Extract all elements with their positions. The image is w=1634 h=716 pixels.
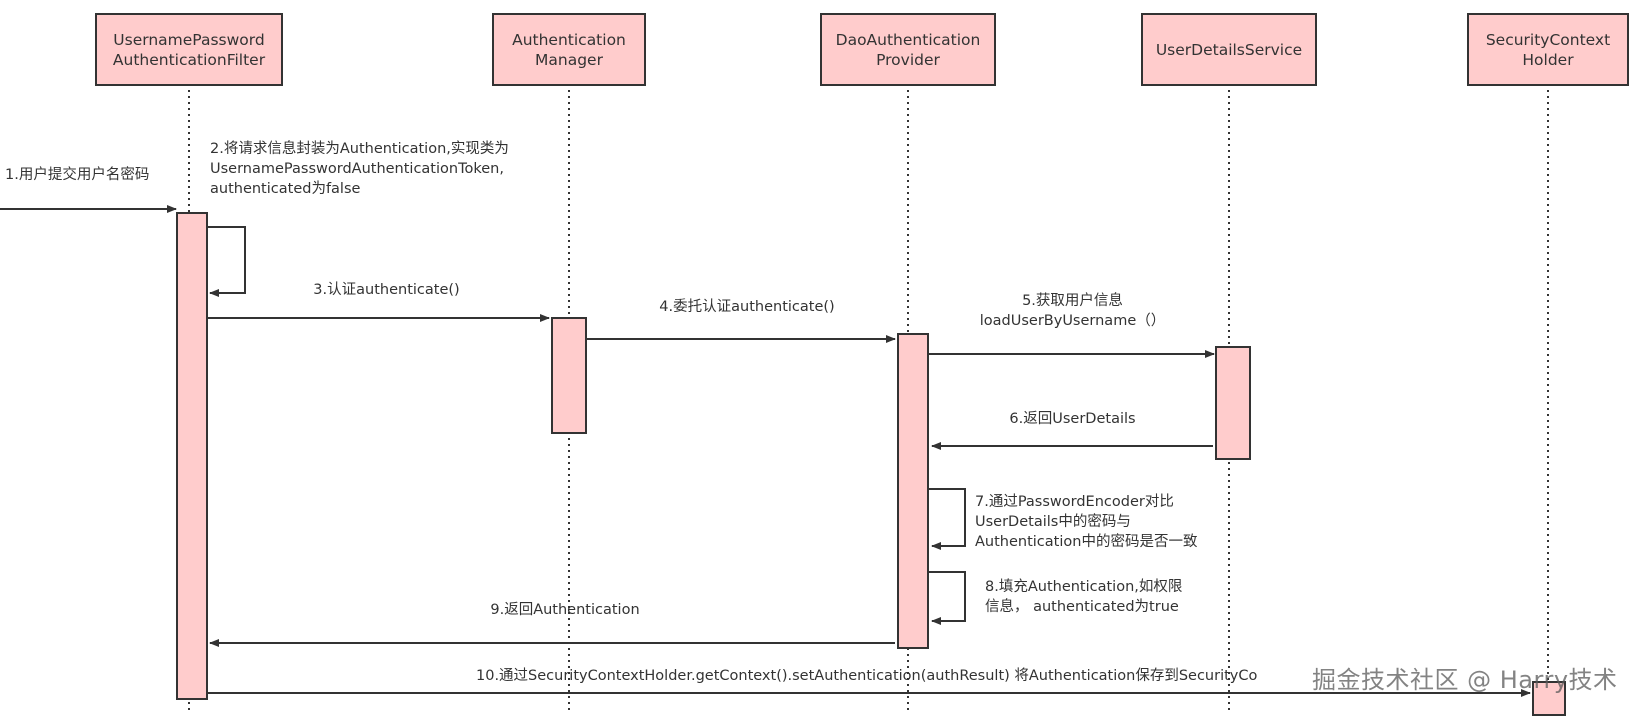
arrow-m8 <box>928 571 966 625</box>
watermark-text: 掘金技术社区 @ Harry技术 <box>1312 666 1618 694</box>
activation-sch <box>1532 681 1566 716</box>
message-label-6: 6.返回UserDetails <box>1009 411 1136 427</box>
participant-sch: SecurityContext Holder <box>1467 13 1629 86</box>
arrow-m7 <box>928 488 966 550</box>
participant-filter: UsernamePassword AuthenticationFilter <box>95 13 283 86</box>
message-label-8: 8.填充Authentication,如权限 信息， authenticated… <box>985 579 1183 615</box>
arrow-m2 <box>208 226 246 297</box>
message-label-3: 3.认证authenticate() <box>313 282 460 298</box>
activation-manager <box>551 317 587 434</box>
message-label-1: 1.用户提交用户名密码 <box>5 167 150 183</box>
message-label-9: 9.返回Authentication <box>490 602 640 618</box>
participant-uds: UserDetailsService <box>1141 13 1317 86</box>
activation-filter <box>176 212 208 700</box>
activation-uds <box>1215 346 1251 460</box>
message-label-2: 2.将请求信息封装为Authentication,实现类为 UsernamePa… <box>210 141 509 197</box>
participant-manager: Authentication Manager <box>492 13 646 86</box>
activation-provider <box>897 333 929 649</box>
message-label-5: 5.获取用户信息 loadUserByUsername（） <box>979 293 1166 329</box>
message-label-10: 10.通过SecurityContextHolder.getContext().… <box>476 668 1258 684</box>
message-label-4: 4.委托认证authenticate() <box>659 299 835 315</box>
message-label-7: 7.通过PasswordEncoder对比 UserDetails中的密码与 A… <box>975 494 1198 550</box>
participant-provider: DaoAuthentication Provider <box>820 13 996 86</box>
